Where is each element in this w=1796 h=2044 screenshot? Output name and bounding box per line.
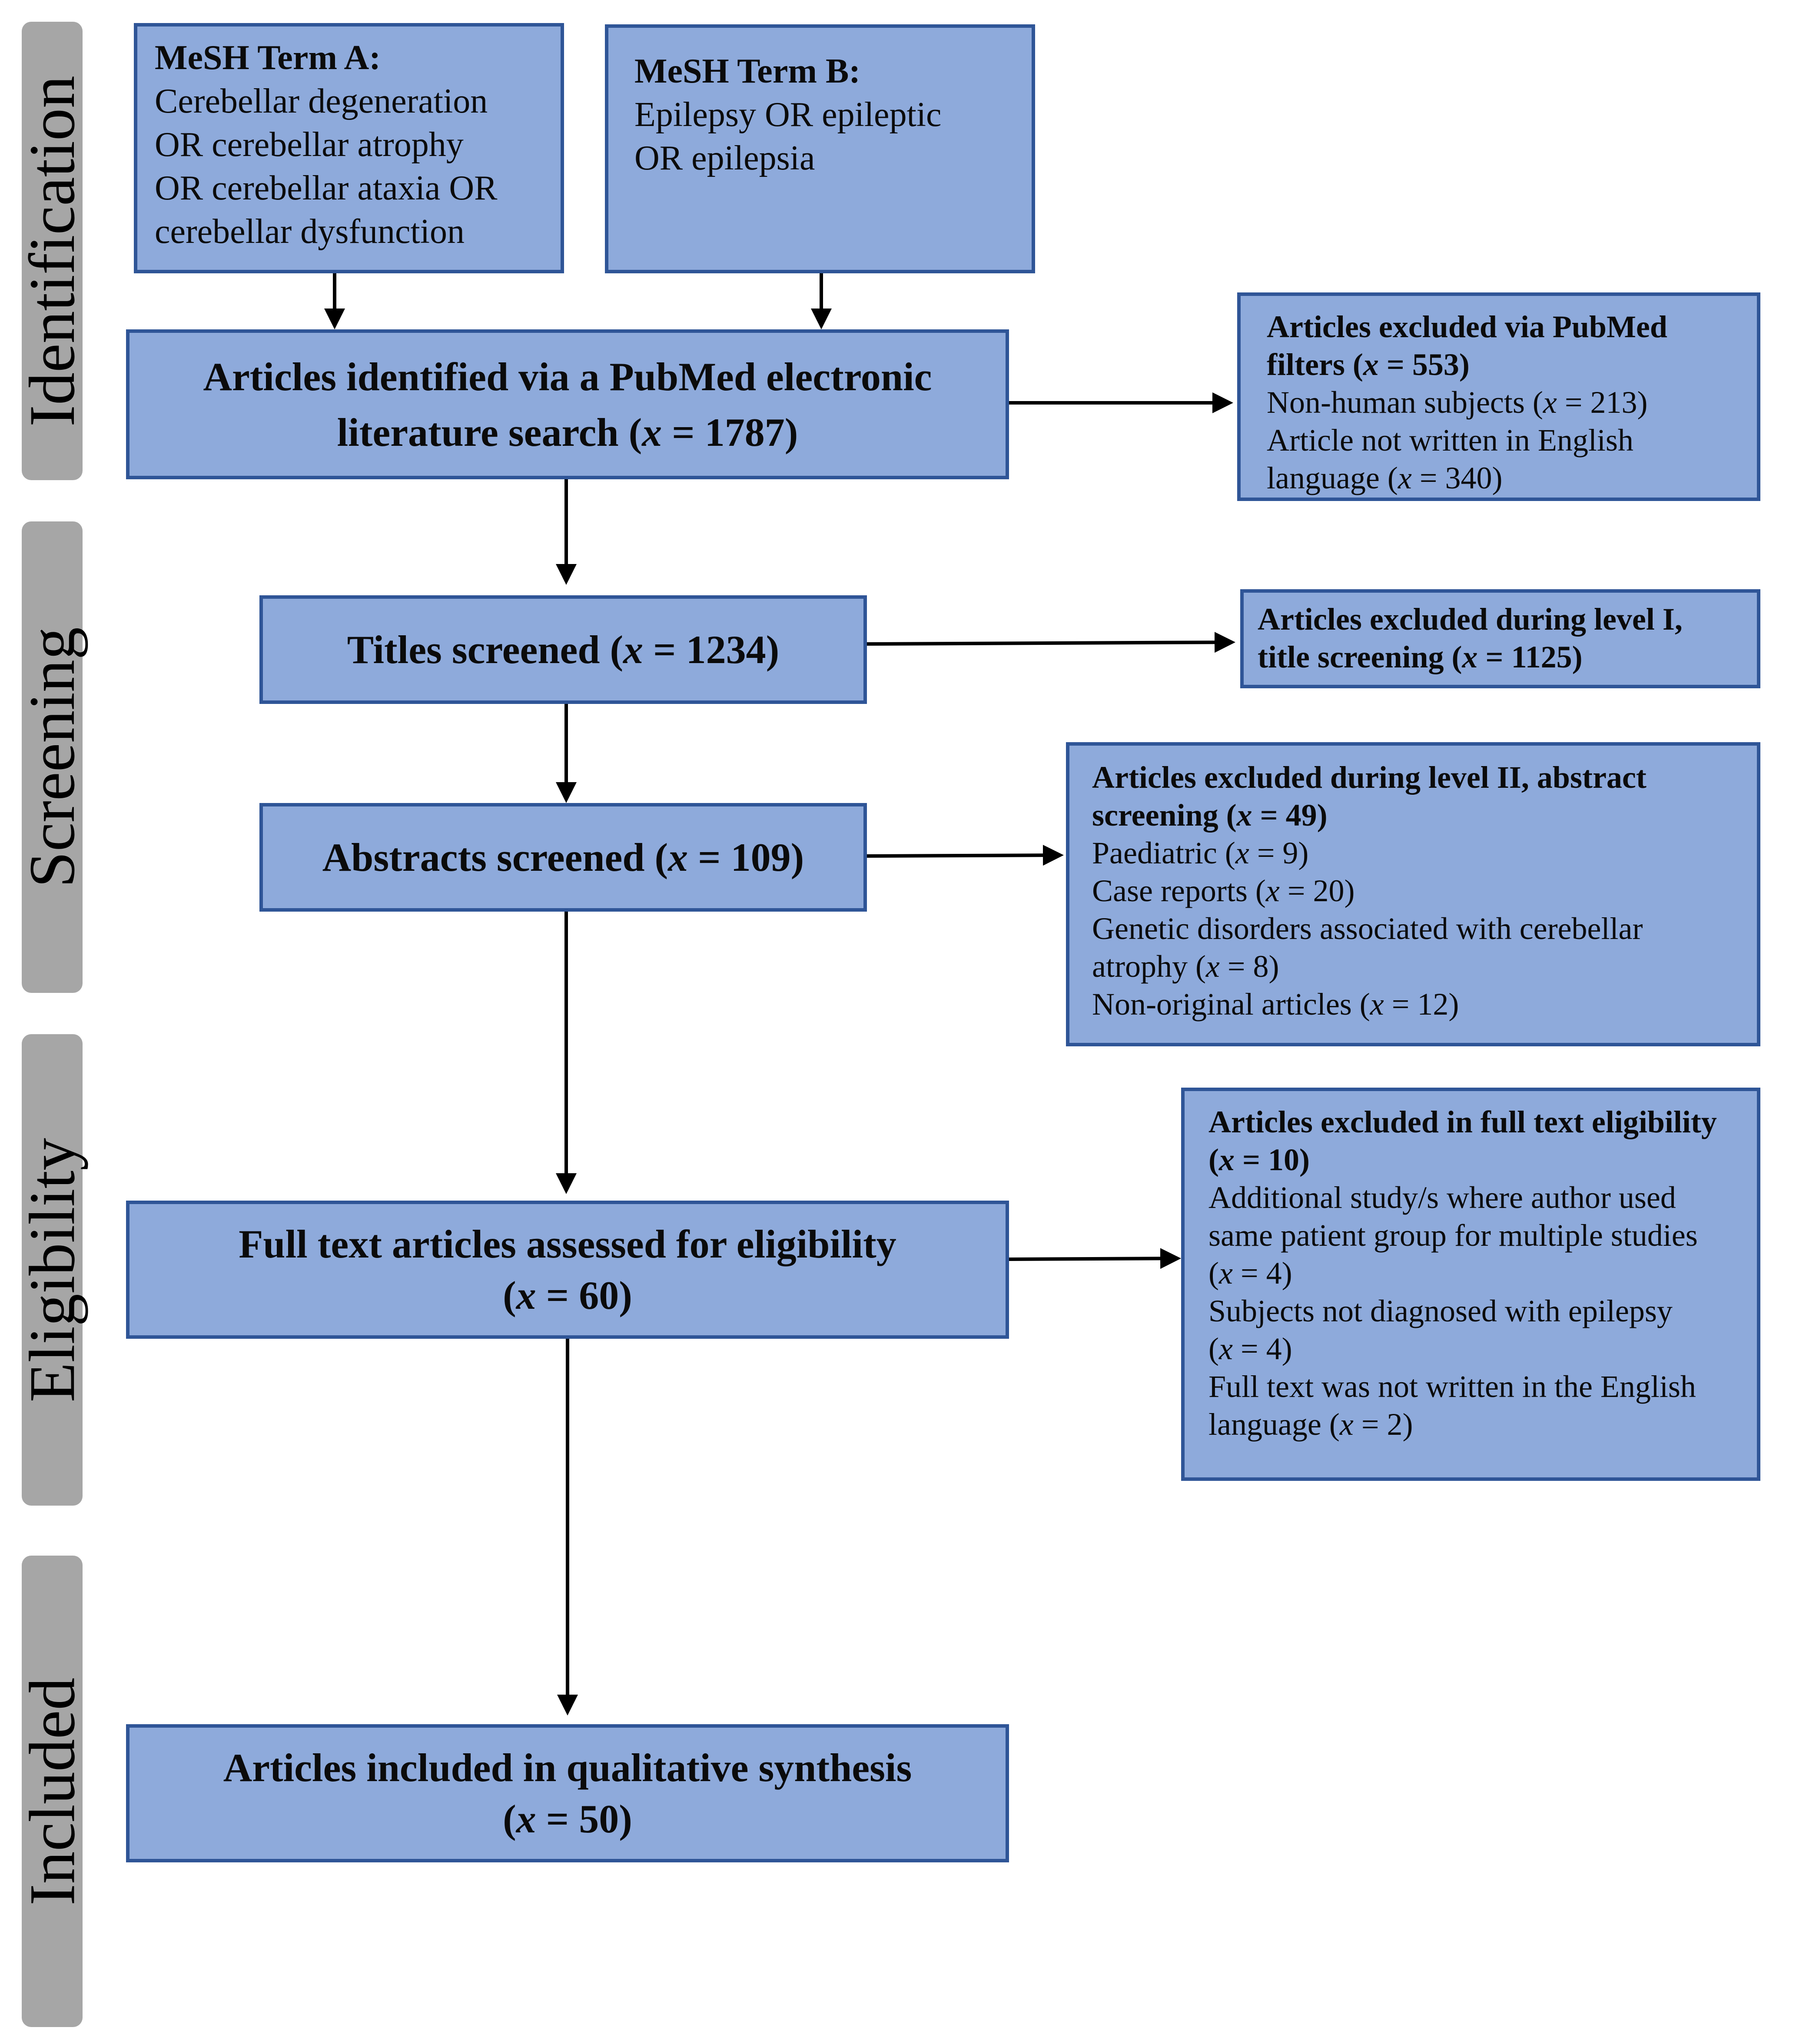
excluded-fulltext-reason: Additional study/s where author used: [1208, 1180, 1676, 1215]
arrow-titles-right: [866, 632, 1235, 653]
excluded-fulltext-reason: Full text was not written in the English: [1208, 1369, 1696, 1404]
identified-box: Articles identified via a PubMed electro…: [126, 329, 1009, 479]
excluded-abstract-reason: Non-original articles (x = 12): [1092, 987, 1459, 1022]
titles-screened-box: Titles screened (x = 1234): [259, 595, 867, 704]
excluded-pubmed-total: filters (x = 553): [1267, 347, 1470, 382]
stage-label-text: Screening: [16, 627, 88, 888]
included-line2: (x = 50): [503, 1797, 632, 1841]
excluded-title-box: Articles excluded during level I, title …: [1240, 589, 1760, 688]
excluded-fulltext-title: Articles excluded in full text eligibili…: [1208, 1105, 1717, 1139]
excluded-abstract-reason: Paediatric (x = 9): [1092, 836, 1309, 870]
excluded-abstract-reason: Case reports (x = 20): [1092, 873, 1355, 908]
stage-label-text: Identification: [16, 75, 89, 427]
excluded-fulltext-reason: Subjects not diagnosed with epilepsy: [1208, 1294, 1673, 1328]
excluded-fulltext-reason: language (x = 2): [1208, 1407, 1413, 1442]
excluded-pubmed-reason: Article not written in English: [1267, 423, 1633, 458]
excluded-fulltext-reason: (x = 4): [1208, 1256, 1292, 1291]
titles-screened-text: Titles screened (x = 1234): [347, 627, 780, 672]
stage-screening: Screening: [16, 521, 88, 993]
mesh-term-a-line: Cerebellar degeneration: [155, 82, 488, 120]
excluded-fulltext-reason: (x = 4): [1208, 1331, 1292, 1366]
mesh-term-b-line: OR epilepsia: [634, 139, 815, 177]
excluded-pubmed-title: Articles excluded via PubMed: [1267, 309, 1667, 344]
mesh-term-a-line: OR cerebellar ataxia OR: [155, 169, 498, 207]
mesh-term-b-title: MeSH Term B:: [634, 52, 860, 90]
mesh-term-b-line: Epilepsy OR epileptic: [634, 96, 942, 134]
stage-label-text: Included: [16, 1677, 88, 1905]
excluded-fulltext-reason: same patient group for multiple studies: [1208, 1218, 1698, 1253]
excluded-abstract-title: Articles excluded during level II, abstr…: [1092, 760, 1647, 795]
excluded-pubmed-box: Articles excluded via PubMed filters (x …: [1237, 292, 1760, 501]
mesh-term-a-line: cerebellar dysfunction: [155, 212, 465, 251]
excluded-fulltext-total: (x = 10): [1208, 1142, 1310, 1177]
included-line1: Articles included in qualitative synthes…: [223, 1745, 912, 1790]
included-box: Articles included in qualitative synthes…: [126, 1724, 1009, 1862]
identified-line1: Articles identified via a PubMed electro…: [203, 354, 932, 399]
excluded-pubmed-reason: language (x = 340): [1267, 461, 1503, 495]
arrow-abstracts-right: [866, 845, 1064, 866]
fulltext-line1: Full text articles assessed for eligibil…: [239, 1222, 896, 1266]
stage-identification: Identification: [16, 22, 89, 480]
excluded-abstract-box: Articles excluded during level II, abstr…: [1066, 742, 1760, 1046]
excluded-abstract-reason: atrophy (x = 8): [1092, 949, 1279, 984]
excluded-fulltext-box: Articles excluded in full text eligibili…: [1181, 1088, 1760, 1481]
stage-label-text: Eligibility: [16, 1138, 89, 1402]
excluded-title-line1: Articles excluded during level I,: [1258, 602, 1683, 637]
abstracts-screened-text: Abstracts screened (x = 109): [322, 835, 804, 879]
arrow-fulltext-right: [1009, 1248, 1181, 1269]
stage-included: Included: [16, 1556, 88, 2027]
mesh-term-b-box: MeSH Term B: Epilepsy OR epileptic OR ep…: [605, 24, 1035, 273]
mesh-term-a-title: MeSH Term A:: [155, 39, 381, 77]
mesh-term-a-box: MeSH Term A: Cerebellar degeneration OR …: [134, 23, 564, 273]
fulltext-box: Full text articles assessed for eligibil…: [126, 1201, 1009, 1339]
excluded-abstract-reason: Genetic disorders associated with cerebe…: [1092, 911, 1643, 946]
excluded-abstract-total: screening (x = 49): [1092, 798, 1328, 833]
stage-eligibility: Eligibility: [16, 1034, 89, 1506]
identified-line2: literature search (x = 1787): [337, 410, 798, 455]
excluded-title-line2: title screening (x = 1125): [1258, 640, 1583, 674]
mesh-term-a-line: OR cerebellar atrophy: [155, 126, 464, 164]
excluded-pubmed-reason: Non-human subjects (x = 213): [1267, 385, 1648, 420]
fulltext-line2: (x = 60): [503, 1273, 632, 1317]
abstracts-screened-box: Abstracts screened (x = 109): [259, 803, 867, 912]
